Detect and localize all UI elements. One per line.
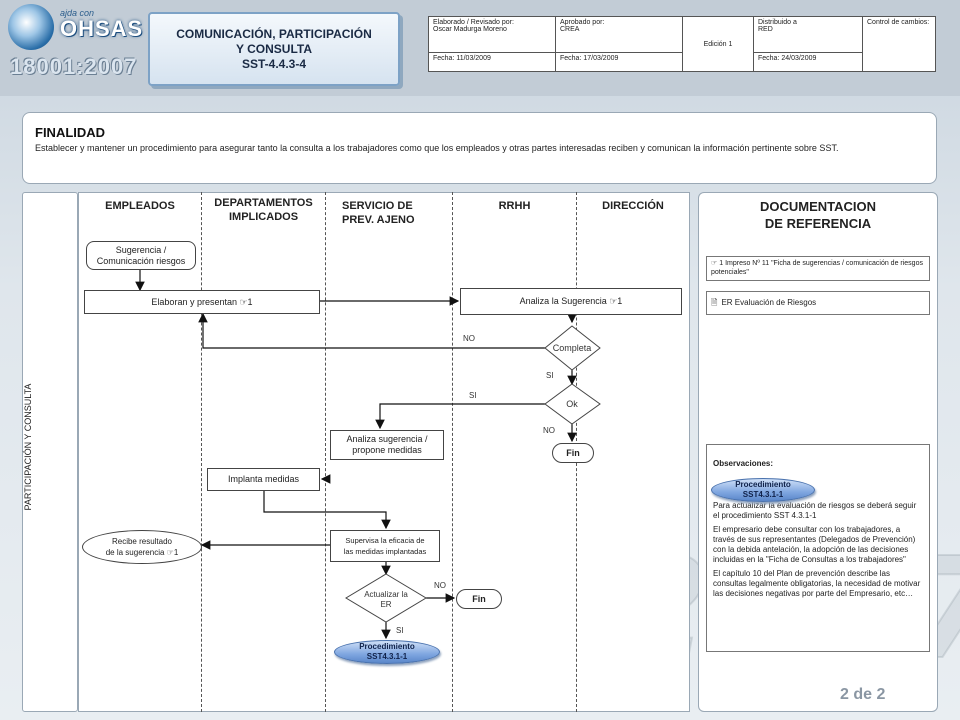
observaciones-title: Observaciones: (713, 459, 774, 468)
side-panel (22, 192, 78, 712)
node-analiza-propone: Analiza sugerencia / propone medidas (330, 430, 444, 460)
logo-tagline: ajda con (60, 8, 95, 18)
node-fin-2: Fin (456, 589, 502, 609)
title-line-2: Y CONSULTA (235, 41, 312, 56)
node-recibe-line-2: de la sugerencia ☞1 (105, 548, 179, 557)
obs-proc-line-2: SST4.3.1-1 (742, 490, 784, 499)
title-line-1: COMUNICACIÓN, PARTICIPACIÓN (176, 26, 372, 41)
decision-ok-shape (544, 383, 601, 425)
lane-header-rrhh: RRHH (498, 200, 531, 212)
observaciones-p3: El capítulo 10 del Plan de prevención de… (713, 569, 921, 598)
finalidad-text: Establecer y mantener un procedimiento p… (35, 143, 839, 153)
edge-label-no-completa: NO (463, 334, 475, 343)
document-title: COMUNICACIÓN, PARTICIPACIÓN Y CONSULTA S… (148, 12, 400, 86)
procedimiento-link-line-2: SST4.3.1-1 (366, 652, 408, 661)
document-control-table: Elaborado / Revisado por: Oscar Madurga … (428, 16, 936, 72)
decision-actualizar-line-2: ER (380, 600, 392, 609)
lane-header-departamentos-1: DEPARTAMENTOS (214, 197, 313, 209)
observaciones-procedimiento-link[interactable]: Procedimiento SST4.3.1-1 (711, 478, 815, 502)
logo-year: 18001:2007 (10, 54, 138, 79)
edge-label-no-ok: NO (543, 426, 555, 435)
documentacion-title-2: DE REFERENCIA (764, 216, 872, 231)
node-fin-1: Fin (552, 443, 594, 463)
node-sugerencia-line-2: Comunicación riesgos (96, 255, 186, 266)
edge-label-no-actualizar: NO (434, 581, 446, 590)
edge-label-si-completa: SI (546, 371, 554, 380)
pointing-hand-icon: ☞ (711, 260, 718, 267)
procedimiento-link-line-1: Procedimiento (359, 642, 415, 651)
documentacion-title: DOCUMENTACION DE REFERENCIA (698, 198, 938, 232)
node-sugerencia: Sugerencia / Comunicación riesgos (86, 241, 196, 270)
decision-completa-label: Completa (552, 343, 592, 353)
distribuido-cell: Distribuido a RED (753, 16, 863, 53)
decision-actualizar-label: Actualizar la ER (350, 590, 422, 610)
ref-evaluacion-riesgos[interactable]: 🗎 ER Evaluación de Riesgos (706, 291, 930, 315)
ref-impreso-11-label: 1 Impreso Nº 11 "Ficha de sugerencias / … (711, 260, 923, 276)
fecha-aprobado: Fecha: 17/03/2009 (555, 52, 683, 72)
node-supervisa-line-1: Supervisa la eficacia de (345, 536, 425, 545)
edge-label-si-actualizar: SI (396, 626, 404, 635)
lane-header-servicio: SERVICIO DE PREV. AJENO (326, 199, 452, 227)
lane-header-empleados: EMPLEADOS (105, 200, 175, 212)
node-sugerencia-line-1: Sugerencia / (115, 244, 167, 255)
observaciones-panel: Observaciones: Para actualizar la evalua… (706, 444, 930, 652)
node-supervisa: Supervisa la eficacia de las medidas imp… (330, 530, 440, 562)
ref-evaluacion-riesgos-label: ER Evaluación de Riesgos (721, 298, 817, 307)
node-elaboran: Elaboran y presentan ☞1 (84, 290, 320, 314)
document-icon: 🗎 (711, 298, 718, 307)
lane-divider (452, 192, 453, 712)
decision-completa-shape (544, 325, 601, 371)
node-analiza-sugerencia: Analiza la Sugerencia ☞1 (460, 288, 682, 315)
observaciones-p1: Para actualizar la evaluación de riesgos… (713, 501, 917, 520)
node-recibe-resultado: Recibe resultado de la sugerencia ☞1 (82, 530, 202, 564)
node-analiza-propone-line-1: Analiza sugerencia / (346, 434, 428, 444)
node-analiza-propone-line-2: propone medidas (352, 445, 422, 455)
finalidad-panel: FINALIDAD Establecer y mantener un proce… (22, 112, 937, 184)
lane-header-direccion: DIRECCIÓN (602, 200, 664, 212)
procedimiento-link[interactable]: Procedimiento SST4.3.1-1 (334, 640, 440, 664)
ohsas-logo-icon (8, 4, 54, 50)
decision-actualizar-line-1: Actualizar la (364, 590, 408, 599)
lane-header-servicio-2: PREV. AJENO (342, 214, 415, 226)
edge-implanta-supervisa (263, 491, 391, 530)
edge-completa-no (198, 312, 545, 349)
finalidad-title: FINALIDAD (35, 125, 106, 140)
edge-label-si-ok: SI (469, 391, 477, 400)
lane-divider (201, 192, 202, 712)
lane-header-departamentos: DEPARTAMENTOS IMPLICADOS (202, 196, 325, 224)
edicion-cell: Edición 1 (682, 16, 754, 72)
fecha-distribuido: Fecha: 24/03/2009 (753, 52, 863, 72)
title-line-3: SST-4.4.3-4 (241, 56, 307, 71)
control-cambios-cell: Control de cambios: (862, 16, 936, 72)
logo-brand: OHSAS (60, 16, 144, 41)
decision-ok-label: Ok (566, 399, 578, 409)
lane-header-servicio-1: SERVICIO DE (342, 200, 413, 212)
observaciones-p2: El empresario debe consultar con los tra… (713, 525, 916, 564)
node-recibe-line-1: Recibe resultado (111, 537, 173, 546)
lane-header-departamentos-2: IMPLICADOS (228, 211, 299, 223)
obs-proc-line-1: Procedimiento (735, 480, 791, 489)
ref-impreso-11[interactable]: ☞ 1 Impreso Nº 11 "Ficha de sugerencias … (706, 256, 930, 281)
page-number: 2 de 2 (840, 686, 886, 703)
documentacion-title-1: DOCUMENTACION (759, 199, 877, 214)
elaborado-cell: Elaborado / Revisado por: Oscar Madurga … (428, 16, 556, 53)
node-implanta: Implanta medidas (207, 468, 320, 491)
node-supervisa-line-2: las medidas implantadas (343, 547, 427, 556)
decision-actualizar-shape (345, 573, 427, 623)
edge-ok-si (375, 403, 545, 430)
lane-divider (325, 192, 326, 712)
